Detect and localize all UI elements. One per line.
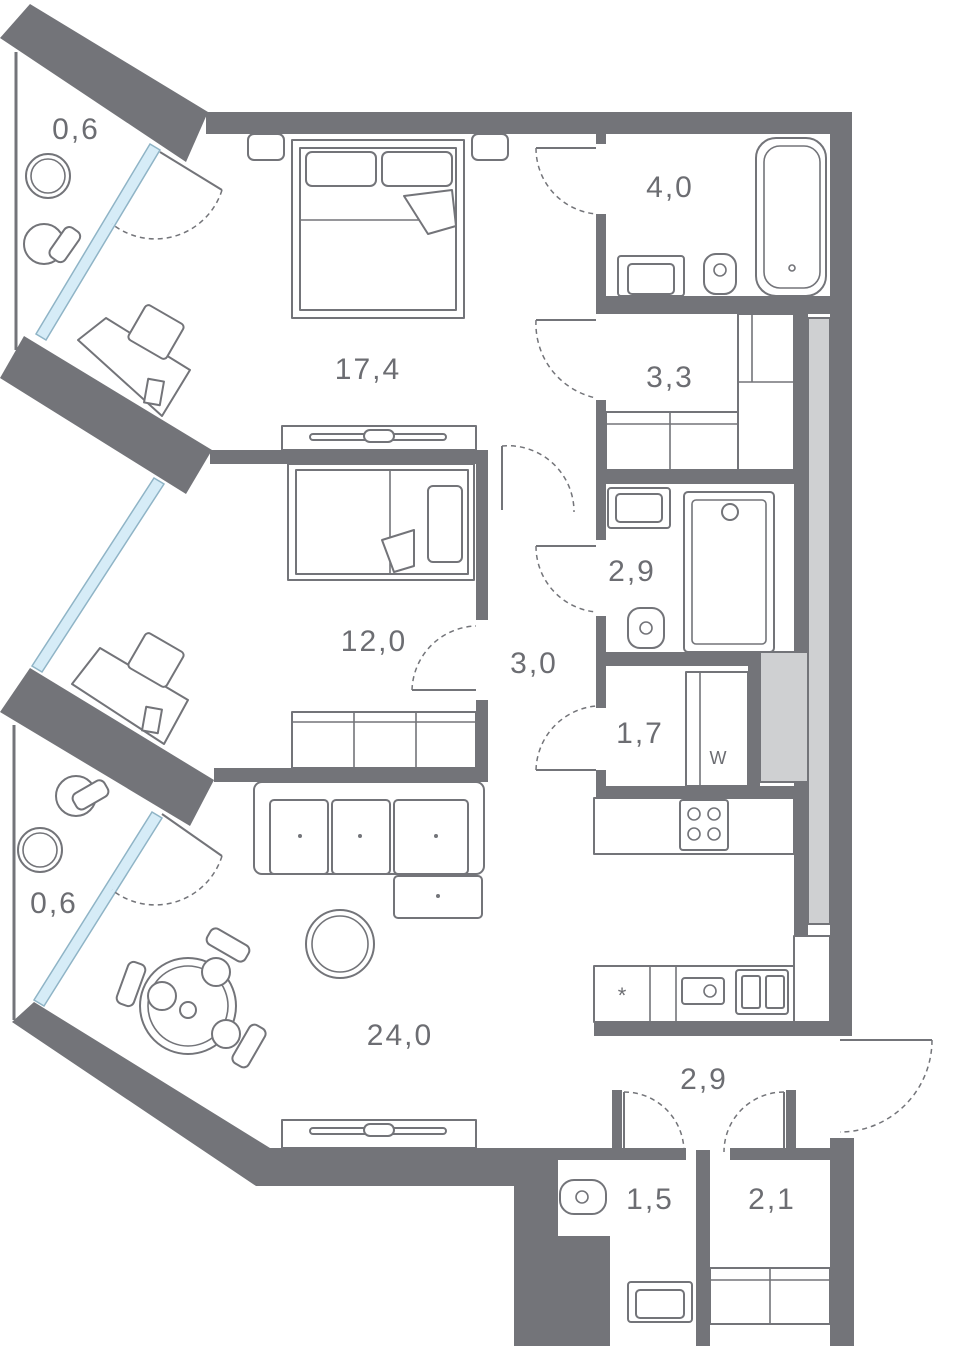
area-laundry: 1,7 (616, 717, 664, 750)
wardrobe-bedroom2 (291, 711, 477, 769)
balcony-chair-bottom (55, 775, 110, 817)
wall-wc-inner (514, 1236, 610, 1346)
washer-mark: W (709, 748, 727, 768)
wardrobe-storage (605, 313, 795, 471)
wall-bedroom2-right-lower (476, 512, 488, 620)
wall-bath-bottom (596, 296, 832, 314)
wall-laundry-left (596, 666, 606, 708)
wall-storage-right (830, 1138, 854, 1346)
tv-unit (281, 1119, 477, 1149)
window-balcony-bottom[interactable] (32, 810, 164, 1008)
wardrobe-bedroom (281, 425, 477, 451)
area-balcony-bottom: 0,6 (30, 887, 78, 920)
ventilation-shaft (807, 317, 831, 925)
area-bedroom-master: 17,4 (334, 353, 402, 386)
toilet-wc (559, 1179, 607, 1215)
laundry-cabinet (685, 671, 749, 787)
wall-top (206, 112, 852, 134)
wall-wardrobe-bottom (596, 470, 806, 484)
wall-bedrooms (210, 450, 488, 464)
wall-bath-left (596, 134, 606, 144)
sink-main (617, 255, 685, 297)
wall-kitchen-bottom (594, 1022, 852, 1036)
ventilation-shaft-lower (759, 651, 809, 783)
bathtub-main (755, 137, 827, 297)
windows (30, 142, 166, 1008)
wall-balcony-top (0, 4, 208, 162)
area-storage: 2,1 (748, 1183, 796, 1216)
wall-entry-left (556, 1148, 686, 1160)
wall-laundry-bottom (596, 786, 808, 798)
balcony-table-bottom (17, 827, 63, 873)
area-entrance-hall: 2,9 (680, 1063, 728, 1096)
dining-table (115, 927, 267, 1069)
wall-bedroom2-door-post (476, 700, 488, 782)
bed-master (247, 133, 509, 319)
bathtub-second (683, 491, 775, 653)
wall-shaft-left (794, 314, 808, 936)
desk-bedroom2 (71, 632, 189, 745)
toilet-second (627, 607, 665, 649)
wall-bedroom2-right (476, 450, 488, 512)
area-hallway-center: 3,0 (510, 647, 558, 680)
area-wardrobe: 3,3 (646, 361, 694, 394)
wall-kitchen-shaft (748, 652, 760, 798)
wall-laundry-left-lower (596, 770, 606, 796)
walls (0, 4, 854, 1346)
wall-living-left (0, 668, 214, 826)
wall-bath2-left (596, 484, 606, 540)
wall-wc-storage (696, 1150, 710, 1346)
doors (111, 147, 933, 1153)
kitchen-upper-counter (593, 797, 795, 855)
wall-hall-post (612, 1090, 622, 1148)
sink-second (607, 487, 671, 529)
wall-bottom-diagonal (12, 1002, 516, 1186)
sofa (253, 781, 485, 919)
kitchen-column (793, 935, 831, 1023)
balcony-chair-top (23, 223, 82, 265)
wall-right (830, 112, 852, 1034)
fridge-mark: * (617, 983, 627, 1008)
area-living-kitchen: 24,0 (366, 1019, 434, 1052)
area-bathroom-second: 2,9 (608, 555, 656, 588)
wall-entry-right (730, 1148, 830, 1160)
wall-bedroom2-living (214, 768, 488, 782)
coffee-table (305, 909, 375, 979)
window-bedroom2[interactable] (30, 476, 166, 674)
wall-hall-post-right (786, 1090, 796, 1148)
toilet-main (703, 253, 737, 295)
window-balcony-top[interactable] (34, 142, 162, 342)
area-bathroom-main: 4,0 (646, 171, 694, 204)
storage-shelves (709, 1267, 831, 1325)
wall-wardrobe-left (596, 400, 606, 478)
area-balcony-top: 0,6 (52, 113, 100, 146)
area-wc: 1,5 (626, 1183, 674, 1216)
balcony-table-top (25, 153, 71, 199)
wall-bath2-left-lower (596, 616, 606, 676)
sink-wc (627, 1281, 693, 1323)
wall-bedroom-separator (0, 336, 212, 494)
area-bedroom-second: 12,0 (340, 625, 408, 658)
wall-bath-left-lower (596, 214, 606, 304)
bed-single (287, 463, 475, 581)
kitchen-lower-counter (593, 965, 795, 1023)
desk-top (77, 304, 191, 417)
